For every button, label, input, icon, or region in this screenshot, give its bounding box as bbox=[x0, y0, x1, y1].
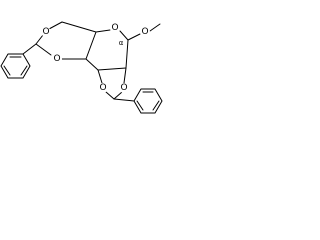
bond-c3-c4 bbox=[85, 58, 99, 71]
phenyl-ring-right bbox=[113, 88, 163, 114]
phenyl-right-double-3 bbox=[136, 100, 144, 111]
chemical-structure: O O O O O O α bbox=[0, 21, 163, 114]
dioxolane-right-oxygen-label: O bbox=[120, 83, 127, 93]
bond-acetal-c-o-bottom bbox=[35, 43, 52, 56]
bond-o-right-acetal-c bbox=[113, 91, 123, 100]
methoxy-oxygen-label: O bbox=[141, 27, 148, 37]
ring-oxygen-label: O bbox=[111, 23, 118, 33]
bond-o-methyl bbox=[149, 23, 161, 32]
phenyl-ring-left bbox=[0, 43, 37, 79]
bond-c1-o-methoxy bbox=[127, 33, 141, 41]
bond-c3-o-left bbox=[97, 69, 103, 84]
dioxane-bottom-oxygen-label: O bbox=[53, 54, 60, 64]
phenyl-right-hexagon bbox=[133, 88, 163, 114]
molecule-canvas: O O O O O O α bbox=[0, 0, 168, 135]
dioxolane-left-oxygen-label: O bbox=[99, 83, 106, 93]
bond-c2-o-right bbox=[123, 67, 127, 84]
bond-c2-c3 bbox=[97, 67, 127, 71]
bond-c1-c2 bbox=[125, 39, 129, 69]
phenyl-left-double-2 bbox=[3, 65, 11, 76]
anomeric-alpha-label: α bbox=[119, 39, 124, 47]
phenyl-left-double-3 bbox=[20, 65, 28, 76]
bond-o-top-acetal-c bbox=[35, 34, 44, 45]
bond-acetal-c-phenyl-left bbox=[22, 43, 37, 55]
bond-c5-ring-o bbox=[95, 29, 111, 33]
dioxane-top-oxygen-label: O bbox=[42, 27, 49, 37]
bond-c6-c5 bbox=[61, 21, 97, 33]
benzylidene-dioxolane-bonds bbox=[97, 67, 127, 100]
bond-ring-o-c1 bbox=[119, 30, 129, 41]
benzylidene-dioxane-bonds bbox=[35, 21, 87, 60]
methoxy-bonds bbox=[127, 23, 161, 41]
bond-o-left-acetal-c bbox=[105, 91, 115, 100]
bond-c6-o-top bbox=[48, 21, 63, 30]
bond-c4-c5 bbox=[85, 31, 97, 60]
bond-acetal-c-phenyl-right bbox=[113, 98, 135, 102]
atom-labels: O O O O O O α bbox=[41, 23, 150, 93]
phenyl-left-hexagon bbox=[0, 53, 31, 79]
pyranose-ring-bonds bbox=[61, 21, 129, 71]
phenyl-right-double-2 bbox=[152, 100, 160, 111]
